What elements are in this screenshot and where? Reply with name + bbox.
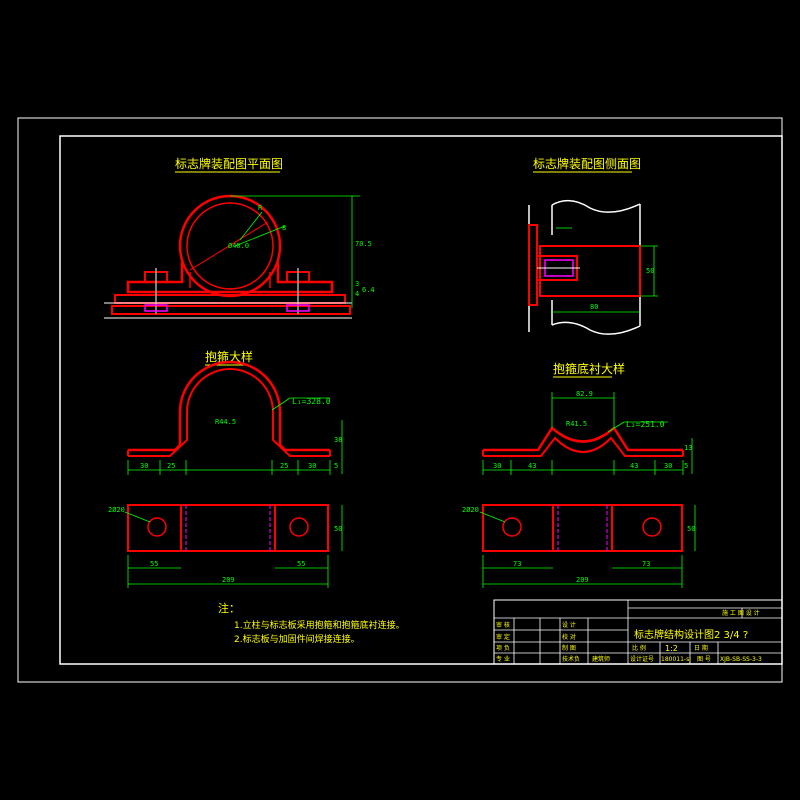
tb-row4-left: 专 业 — [496, 655, 510, 663]
tb-row4-extra: 建筑师 — [592, 655, 610, 663]
sign-plate — [111, 305, 351, 315]
tb-scale: 1:2 — [665, 644, 678, 653]
hoop-dim-d: 30 — [308, 462, 316, 470]
side-dim-h: 50 — [646, 267, 654, 275]
hoop-flat-plate — [127, 504, 329, 552]
plan-title: 标志牌装配图平面图 — [175, 157, 283, 171]
notes-title: 注： — [218, 601, 240, 615]
outer-frame — [17, 117, 783, 683]
liner-hole-left — [502, 517, 522, 537]
tb-row4-mid: 技术负 — [562, 655, 580, 663]
side-dim-w: 80 — [590, 303, 598, 311]
title-block: 施 工 图 设 计 标志牌结构设计图2 3/4 ? 审 核 设 计 审 定 校 … — [493, 599, 783, 665]
liner-dim-c: 43 — [630, 462, 638, 470]
liner-flat-plate — [482, 504, 683, 552]
hoop-strap — [128, 360, 330, 452]
pipe-ring-inner — [186, 202, 274, 290]
hoop-detail: 抱箍大样 L₁=328.0 R44.5 38 5 30 25 25 30 — [108, 349, 342, 588]
liner-dim-plate-h: 50 — [687, 525, 695, 533]
liner-dim-h: 13 — [684, 444, 692, 452]
liner-dim-hole: 2Ø20 — [462, 506, 479, 514]
side-hoop — [539, 245, 641, 297]
tb-row1-left: 审 核 — [496, 621, 510, 629]
tb-row1-mid: 设 计 — [562, 621, 576, 629]
liner-dim-a: 30 — [493, 462, 501, 470]
tb-design-no-label: 设计证号 — [630, 655, 654, 663]
liner-dim-e: 73 — [513, 560, 521, 568]
plan-dim-d2: 8 — [282, 224, 286, 232]
side-view: 标志牌装配图侧面图 50 80 — [528, 157, 658, 335]
hoop-dim-b: 25 — [167, 462, 175, 470]
liner-strap — [483, 426, 683, 452]
hoop-title: 抱箍大样 — [205, 349, 253, 364]
liner-dim-d: 30 — [664, 462, 672, 470]
liner-dim-b: 43 — [528, 462, 536, 470]
tb-drawing-title: 标志牌结构设计图2 3/4 ? — [634, 628, 748, 641]
tb-row3-left: 项 负 — [496, 644, 510, 652]
tb-drawing-no-label: 图 号 — [697, 656, 711, 663]
hoop-dim-h: 38 — [334, 436, 342, 444]
plan-dim-h3: 4 — [355, 290, 359, 298]
tb-design-no: 180011-sj — [661, 656, 691, 663]
hoop-dim-total: 209 — [222, 576, 235, 584]
notes: 注： 1.立柱与标志板采用抱箍和抱箍底衬连接。 2.标志板与加固件间焊接连接。 — [218, 601, 405, 645]
inner-frame — [59, 135, 783, 665]
hoop-dim-e: 55 — [150, 560, 158, 568]
liner-title: 抱箍底衬大样 — [553, 361, 625, 376]
tb-company: 施 工 图 设 计 — [722, 609, 760, 617]
tb-row2-mid: 校 对 — [562, 633, 576, 641]
hoop-dim-hole: 2Ø20 — [108, 506, 125, 514]
hoop-dim-r: R44.5 — [215, 418, 236, 426]
hoop-dim-f: 55 — [297, 560, 305, 568]
liner-dim-r: R41.5 — [566, 420, 587, 428]
plan-dim-h2: 3 — [355, 280, 359, 288]
liner-hole-right — [642, 517, 662, 537]
liner-dim-t: 5 — [684, 462, 688, 470]
hoop-hole-left — [147, 517, 167, 537]
hoop-dim-plate-h: 50 — [334, 525, 342, 533]
tb-row3-mid: 制 图 — [562, 644, 576, 652]
side-title: 标志牌装配图侧面图 — [533, 157, 641, 171]
tb-drawing-no: XJB-SB-SS-3-3 — [720, 656, 762, 663]
tb-row2-left: 审 定 — [496, 633, 510, 641]
liner-detail: 抱箍底衬大样 82.9 R41.5 L₂=251.0 13 5 30 43 43… — [462, 361, 695, 588]
liner-dim-f: 73 — [642, 560, 650, 568]
hoop-dim-c: 25 — [280, 462, 288, 470]
plan-dim-d1: Ø40.0 — [228, 242, 249, 250]
liner-dim-top: 82.9 — [576, 390, 593, 398]
plan-view: 标志牌装配图平面图 R Ø40.0 8 70.5 3 4 6.4 — [104, 157, 375, 319]
note-line-2: 2.标志板与加固件间焊接连接。 — [234, 633, 360, 645]
hoop-hole-right — [289, 517, 309, 537]
hoop-dim-t: 5 — [334, 462, 338, 470]
hoop-dim-a: 30 — [140, 462, 148, 470]
hoop-dim-len: L₁=328.0 — [292, 397, 331, 406]
plan-dim-r: R — [258, 204, 263, 212]
plan-dim-h1: 70.5 — [355, 240, 372, 248]
liner-dim-total: 209 — [576, 576, 589, 584]
plan-dim-h4: 6.4 — [362, 286, 375, 294]
liner-dim-len: L₂=251.0 — [626, 420, 665, 429]
tb-scale-label: 比 例 — [632, 644, 646, 652]
tb-date-label: 日 期 — [694, 644, 708, 652]
note-line-1: 1.立柱与标志板采用抱箍和抱箍底衬连接。 — [234, 619, 405, 631]
